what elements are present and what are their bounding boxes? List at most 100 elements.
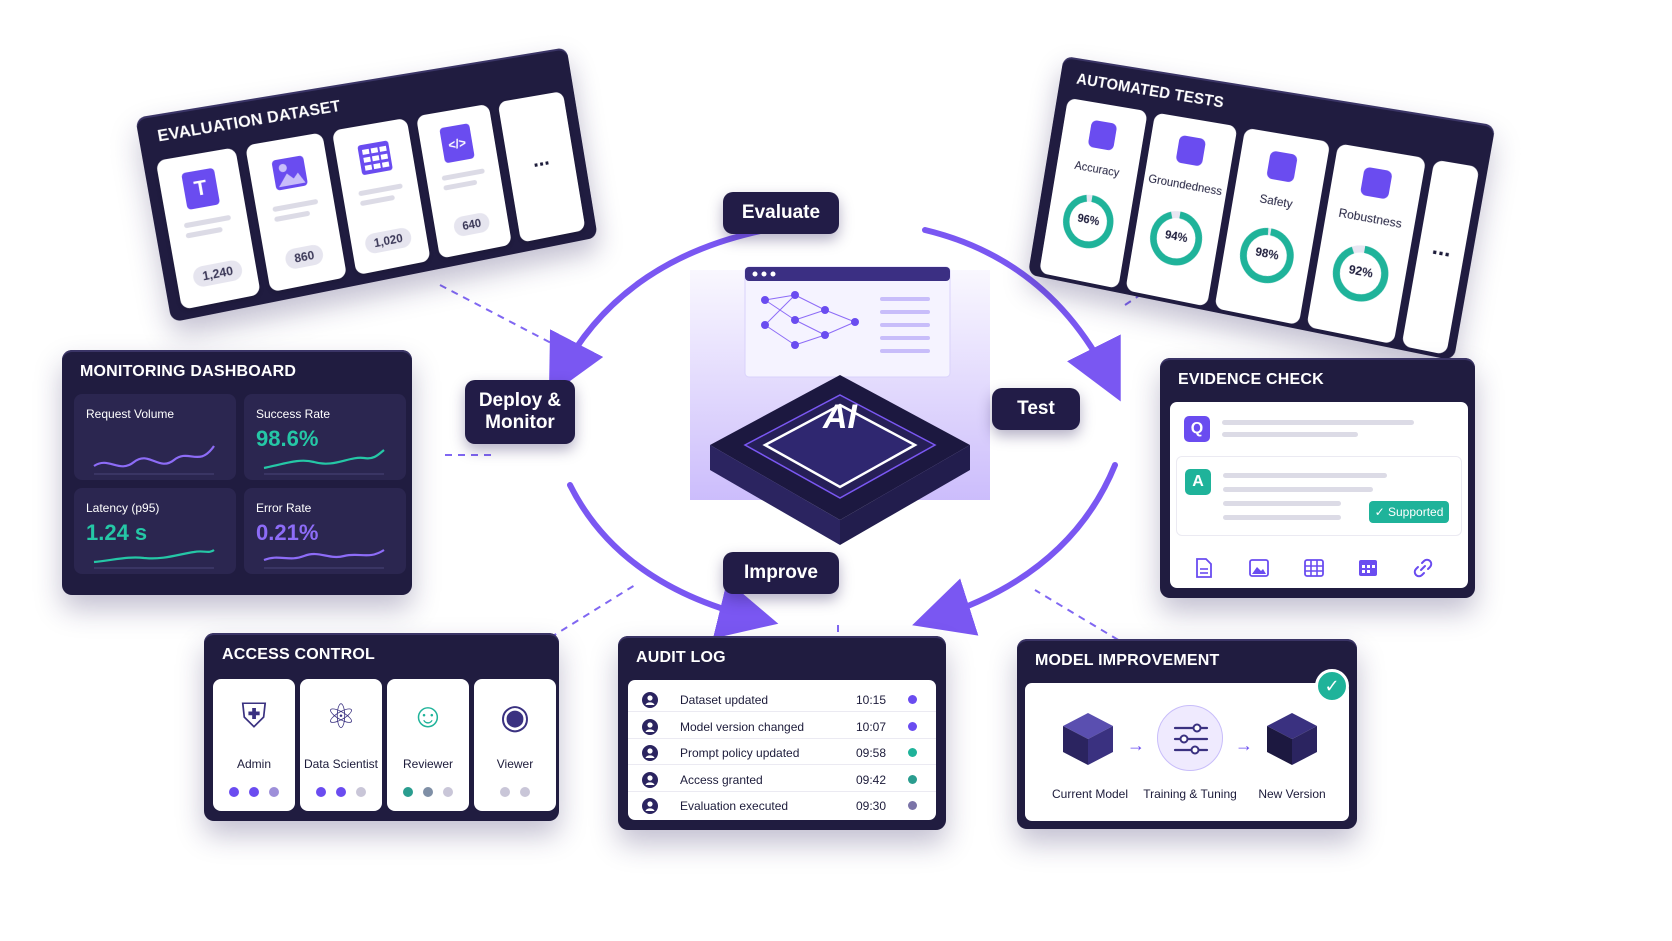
role-name-label: Reviewer bbox=[402, 757, 453, 771]
sparkline bbox=[93, 445, 215, 475]
table-icon[interactable] bbox=[1304, 559, 1324, 577]
audit-event-text: Model version changed bbox=[680, 719, 805, 734]
stage-evaluate-button[interactable]: Evaluate bbox=[723, 192, 839, 234]
metric-card-latency-p95-[interactable]: Latency (p95) 1.24 s bbox=[74, 488, 236, 574]
test-name-label: Robustness bbox=[1337, 205, 1404, 232]
audit-event-text: Evaluation executed bbox=[680, 799, 789, 813]
stage-deploy-monitor-button[interactable]: Deploy & Monitor bbox=[465, 380, 575, 444]
audit-status-dot bbox=[908, 774, 917, 784]
audit-event-time: 09:58 bbox=[856, 746, 887, 760]
audit-event-text: Access granted bbox=[680, 772, 763, 787]
audit-status-dot bbox=[908, 748, 917, 757]
dataset-more-card[interactable]: ... bbox=[497, 91, 586, 243]
trend-up-icon bbox=[1359, 166, 1393, 200]
metric-card-request-volume[interactable]: Request Volume bbox=[74, 394, 236, 480]
shield-user-icon: ⛨ bbox=[241, 697, 267, 735]
audit-status-dot bbox=[908, 721, 917, 731]
audit-log-title: AUDIT LOG bbox=[636, 649, 726, 666]
document-icon[interactable] bbox=[1195, 558, 1213, 578]
dataset-card-code[interactable]: </> 640 bbox=[415, 103, 513, 259]
lifecycle-cycle: AI Evaluate Test Improve Deploy & Monito… bbox=[465, 192, 1150, 640]
supported-status-badge: ✓ Supported bbox=[1369, 501, 1449, 523]
role-name-label: Viewer bbox=[496, 757, 534, 771]
audit-event-text: Prompt policy updated bbox=[680, 746, 800, 760]
more-icon: ... bbox=[1430, 233, 1454, 262]
audit-status-dot bbox=[908, 801, 917, 810]
step-current-model-label: Current Model bbox=[1051, 787, 1129, 801]
audit-log-row[interactable]: Prompt policy updated 09:58 bbox=[628, 739, 936, 765]
metric-card-error-rate[interactable]: Error Rate 0.21% bbox=[244, 488, 406, 574]
role-card-viewer[interactable]: ◉ Viewer bbox=[474, 679, 556, 811]
metric-value: 1.24 s bbox=[86, 520, 148, 545]
monitoring-dashboard-title: MONITORING DASHBOARD bbox=[80, 363, 297, 380]
evidence-check-panel: EVIDENCE CHECK Q A ✓ Supported bbox=[1160, 358, 1475, 598]
link-icon[interactable] bbox=[1413, 558, 1433, 578]
test-name-label: Groundedness bbox=[1147, 171, 1224, 199]
shield-check-icon bbox=[1266, 150, 1298, 183]
stage-improve-button[interactable]: Improve bbox=[723, 552, 839, 594]
text-document-icon: T bbox=[181, 167, 221, 211]
test-name-label: Accuracy bbox=[1073, 158, 1121, 180]
question-badge: Q bbox=[1184, 416, 1210, 442]
role-card-data-scientist[interactable]: ⚛ Data Scientist bbox=[300, 679, 382, 811]
target-icon bbox=[1087, 119, 1118, 151]
answer-badge: A bbox=[1185, 469, 1211, 495]
user-avatar-icon bbox=[642, 692, 658, 708]
permission-dot bbox=[520, 787, 530, 797]
role-card-reviewer[interactable]: ☺ Reviewer bbox=[387, 679, 469, 811]
network-icon: ⚛ bbox=[325, 698, 357, 736]
table-icon bbox=[357, 140, 393, 176]
permission-dot bbox=[269, 787, 279, 797]
user-avatar-icon bbox=[642, 718, 658, 735]
permission-dot bbox=[336, 787, 346, 797]
cycle-arrows bbox=[548, 227, 1121, 639]
shield-check-icon bbox=[1175, 134, 1207, 167]
permission-dot bbox=[229, 787, 239, 797]
role-card-admin[interactable]: ⛨ Admin bbox=[213, 679, 295, 811]
metric-label: Error Rate bbox=[256, 501, 312, 515]
permission-dot bbox=[249, 787, 259, 797]
metric-label: Request Volume bbox=[86, 407, 175, 421]
user-avatar-icon bbox=[642, 771, 658, 788]
cube-icon bbox=[1063, 713, 1113, 765]
dataset-card-image[interactable]: 860 bbox=[245, 132, 348, 293]
metric-label: Success Rate bbox=[256, 407, 331, 421]
role-name-label: Data Scientist bbox=[303, 757, 379, 771]
audit-event-time: 10:07 bbox=[856, 719, 887, 734]
image-icon bbox=[271, 155, 309, 191]
permission-dot bbox=[500, 787, 510, 797]
arrow-right-icon: → bbox=[1235, 735, 1253, 755]
dataset-count: 1,020 bbox=[363, 226, 413, 255]
dataset-card-table[interactable]: 1,020 bbox=[331, 117, 431, 276]
monitoring-dashboard-panel: MONITORING DASHBOARD Request Volume Succe… bbox=[62, 350, 412, 595]
metric-value: 0.21% bbox=[256, 520, 319, 545]
permission-dot bbox=[403, 787, 413, 797]
image-icon[interactable] bbox=[1249, 559, 1269, 577]
permission-dot bbox=[356, 787, 366, 797]
audit-log-row[interactable]: Model version changed 10:07 bbox=[628, 713, 936, 739]
user-avatar-icon bbox=[642, 745, 658, 761]
metric-label: Latency (p95) bbox=[86, 501, 160, 515]
check-circle-icon: ✓ bbox=[1315, 669, 1349, 703]
dataset-count: 1,240 bbox=[191, 258, 244, 289]
step-training-tuning-label: Training & Tuning bbox=[1143, 787, 1237, 801]
user-check-icon: ☺ bbox=[410, 697, 446, 735]
dataset-count: 640 bbox=[452, 211, 491, 238]
sparkline bbox=[263, 449, 385, 475]
calendar-grid-icon[interactable] bbox=[1358, 559, 1378, 577]
audit-status-dot bbox=[908, 695, 917, 704]
sparkline bbox=[263, 549, 385, 569]
role-name-label: Admin bbox=[236, 757, 271, 771]
stage-test-button[interactable]: Test bbox=[992, 388, 1080, 430]
arrow-right-icon: → bbox=[1127, 735, 1145, 755]
permission-dot bbox=[423, 787, 433, 797]
dataset-card-text[interactable]: T 1,240 bbox=[155, 147, 261, 310]
eye-icon: ◉ bbox=[500, 698, 530, 736]
evidence-check-content: Q A ✓ Supported bbox=[1170, 402, 1468, 588]
test-name-label: Safety bbox=[1258, 191, 1294, 212]
